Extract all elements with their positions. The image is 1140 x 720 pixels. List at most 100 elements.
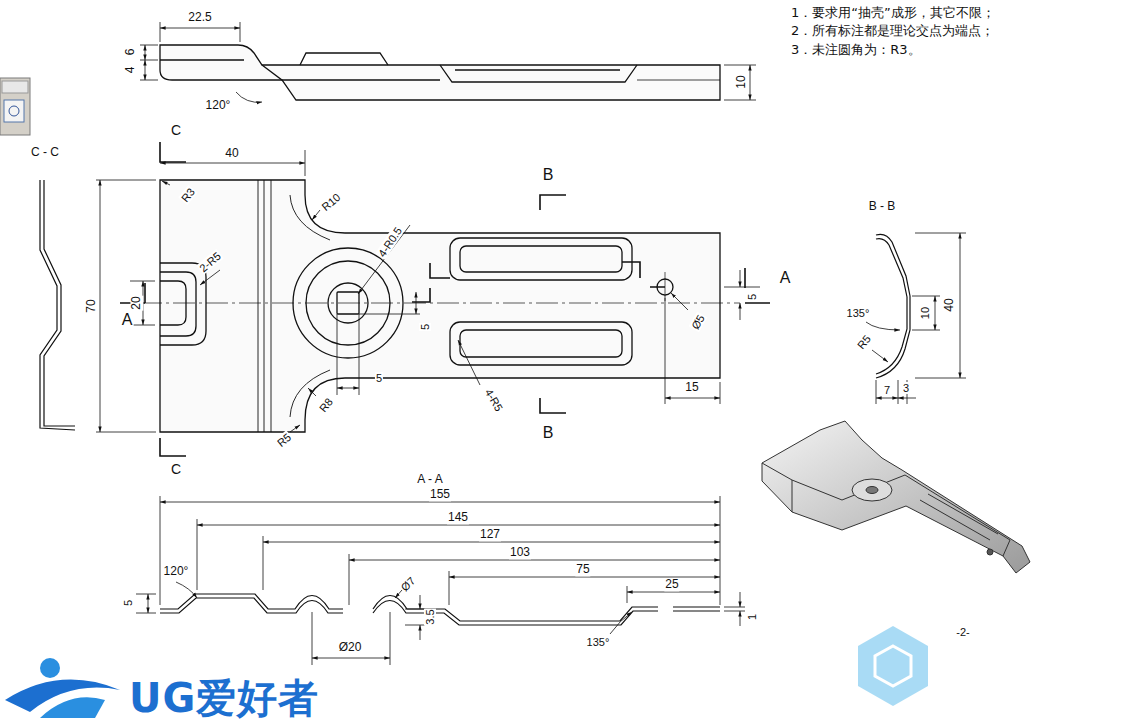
- watermark: UG爱好者: [128, 676, 320, 720]
- dimension-lines-part: [420, 625, 421, 640]
- dimension-lines-part: [750, 65, 751, 100]
- dimension-lines-part: [420, 595, 421, 609]
- dimension-lines-part: [915, 233, 966, 378]
- section-c-c-part: [40, 180, 75, 430]
- dimension-lines-part: [148, 594, 149, 613]
- dimension-label: B: [542, 424, 555, 442]
- side-view-part: [300, 53, 388, 65]
- dimension-lines-part: [665, 398, 720, 399]
- dimension-lines-part: [312, 612, 390, 665]
- dimension-lines-part: [876, 398, 898, 399]
- dimension-lines-part: [160, 502, 720, 503]
- side-view-part: [160, 59, 244, 60]
- dimension-label: 4: [124, 66, 137, 75]
- dimension-label: 5: [122, 599, 134, 607]
- dimension-label: 40: [224, 147, 239, 160]
- dimension-lines-part: [960, 233, 961, 378]
- dimension-lines-part: [358, 225, 410, 294]
- dimension-lines-part: [416, 292, 417, 314]
- dimension-lines-part: [627, 592, 720, 593]
- isometric-view-part: [852, 479, 892, 501]
- dimension-label: Ø20: [338, 641, 363, 654]
- plan-view-part: [160, 272, 196, 336]
- center-lines-part: [140, 303, 740, 304]
- note-text: 2．所有标注都是理论交点为端点；: [790, 24, 995, 38]
- section-markers: [120, 142, 770, 456]
- section-markers-part: [540, 398, 566, 413]
- dimension-label: 40: [943, 297, 956, 312]
- dimension-label: 120°: [163, 565, 190, 578]
- dimension-label: 7: [883, 384, 891, 396]
- dimension-lines-part: [898, 398, 916, 399]
- note-text: 3．未注圆角为：R3。: [790, 43, 922, 57]
- dimension-lines: [136, 496, 745, 665]
- plan-view-part: [460, 330, 622, 357]
- dimension-label: 70: [85, 298, 98, 313]
- section-markers-part: [160, 142, 186, 162]
- dimension-lines-part: [724, 287, 760, 288]
- toolbar-icon-part: [4, 100, 24, 122]
- dimension-lines-part: [290, 425, 300, 432]
- isometric-view-part: [987, 549, 993, 555]
- dimension-label: 75: [575, 563, 590, 576]
- dimension-lines-part: [160, 496, 720, 605]
- dimension-label: 10: [919, 306, 931, 320]
- dimension-label: 145: [447, 511, 469, 524]
- dimension-lines-part: [140, 45, 158, 80]
- side-view-part: [262, 65, 440, 80]
- dimension-lines-part: [349, 560, 720, 561]
- dimension-label: 127: [479, 528, 501, 541]
- dimension-label: 5: [375, 372, 383, 384]
- dimension-label: R10: [319, 190, 344, 214]
- dimension-lines-part: [740, 592, 741, 607]
- dimension-label: 1: [746, 613, 758, 621]
- dimension-label: 6: [124, 48, 137, 57]
- logo-swoosh: [5, 658, 120, 718]
- dimension-lines-part: [740, 303, 741, 320]
- section-markers-part: [412, 262, 665, 302]
- dimension-lines-part: [263, 542, 720, 543]
- dimension-lines: [866, 233, 966, 404]
- dimension-label: 135°: [846, 307, 871, 319]
- dimension-lines-part: [935, 296, 936, 330]
- section-markers-part: [745, 268, 770, 303]
- dimension-label: -2-: [955, 626, 970, 638]
- dimension-label: A - A: [416, 473, 443, 486]
- dimension-lines-part: [395, 590, 402, 598]
- dimension-label: C - C: [30, 146, 60, 159]
- side-view: [160, 45, 720, 100]
- dimension-label: 20: [130, 295, 143, 310]
- side-view-part: [440, 65, 637, 82]
- dimension-label: 5: [419, 323, 431, 331]
- dimension-label: C: [170, 123, 182, 138]
- plan-view-part: [160, 263, 206, 345]
- dimension-lines-part: [312, 658, 390, 659]
- section-a-a-part: [673, 607, 720, 611]
- dimension-lines-part: [724, 607, 745, 611]
- logo-cube-part: [875, 646, 911, 686]
- section-c-c: [40, 180, 75, 430]
- dimension-label: 10: [735, 74, 748, 89]
- section-a-a-part: [373, 596, 658, 622]
- plan-view-part: [450, 238, 632, 280]
- side-view-part: [160, 45, 720, 100]
- section-a-a-part: [373, 601, 658, 626]
- dimension-lines-part: [610, 612, 632, 634]
- dimension-label: R5: [854, 332, 874, 352]
- dimension-lines-part: [312, 210, 320, 220]
- isometric-view-part: [866, 487, 878, 494]
- dimension-lines-part: [671, 293, 688, 310]
- dimension-label: B - B: [868, 200, 897, 213]
- logo-cube-part: [858, 626, 928, 706]
- dimension-lines-part: [872, 350, 888, 362]
- dimension-label: 22.5: [187, 11, 212, 24]
- dimension-lines-part: [197, 525, 720, 526]
- dimension-lines-part: [160, 163, 305, 164]
- dimension-label: 135°: [586, 636, 611, 648]
- toolbar-icon-part: [0, 78, 30, 135]
- dimension-lines-part: [337, 314, 420, 395]
- dimension-lines-part: [100, 180, 101, 432]
- dimension-lines-part: [866, 322, 900, 330]
- dimension-lines-part: [912, 296, 940, 330]
- dimension-lines-part: [145, 45, 146, 60]
